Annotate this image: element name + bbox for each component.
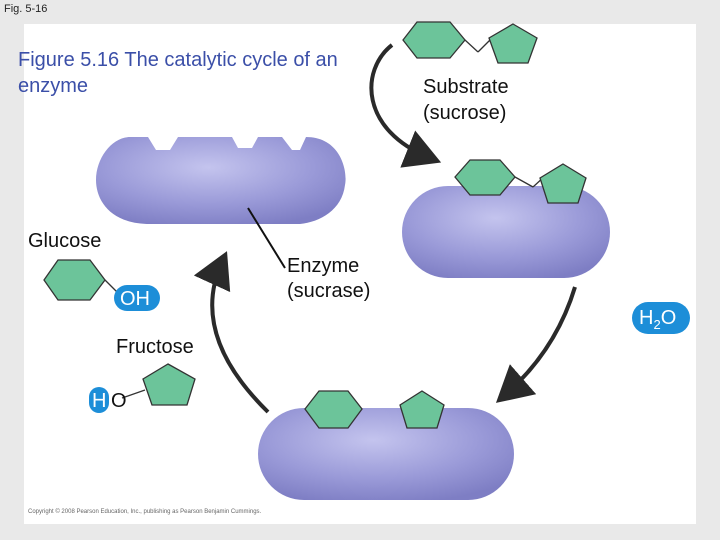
fructose-label: Fructose	[116, 336, 194, 358]
enzyme-label: Enzyme	[287, 255, 360, 277]
enzyme-detail-label: (sucrase)	[287, 280, 371, 302]
fructose-pentagon-bound	[539, 163, 587, 204]
figure-title: Figure 5.16 The catalytic cycle of an en…	[18, 49, 338, 97]
fructose-pentagon-free	[142, 363, 196, 406]
o-label: O	[111, 390, 127, 412]
glucose-label: Glucose	[28, 230, 102, 252]
oh-badge	[114, 285, 160, 311]
arrow-water-added	[495, 286, 577, 403]
substrate-detail-label: (sucrose)	[423, 102, 507, 124]
water-label: H2O	[639, 306, 676, 337]
h-label: H	[92, 390, 107, 412]
oh-label: OH	[120, 288, 150, 310]
arrow-substrate-binding	[369, 43, 442, 168]
arrow-products-released	[193, 251, 270, 414]
water-o: O	[660, 307, 677, 329]
figure-number: Fig. 5-16	[4, 3, 48, 15]
glucose-hexagon-free	[43, 259, 106, 301]
substrate-glucose-hexagon	[402, 21, 466, 59]
substrate-fructose-pentagon	[488, 23, 538, 64]
h-badge	[89, 387, 109, 413]
enzyme-products-shape	[258, 408, 514, 500]
enzyme-free-shape	[96, 137, 346, 224]
water-h: H	[639, 307, 654, 329]
glucose-hexagon-product	[304, 390, 363, 429]
substrate-label: Substrate	[423, 76, 509, 98]
water-subscript: 2	[653, 317, 661, 332]
copyright-notice: Copyright © 2008 Pearson Education, Inc.…	[28, 509, 262, 515]
enzyme-pointer-line	[247, 207, 286, 269]
enzyme-bound-shape	[402, 186, 610, 278]
fructose-pentagon-product	[399, 390, 445, 429]
water-badge	[632, 302, 690, 334]
